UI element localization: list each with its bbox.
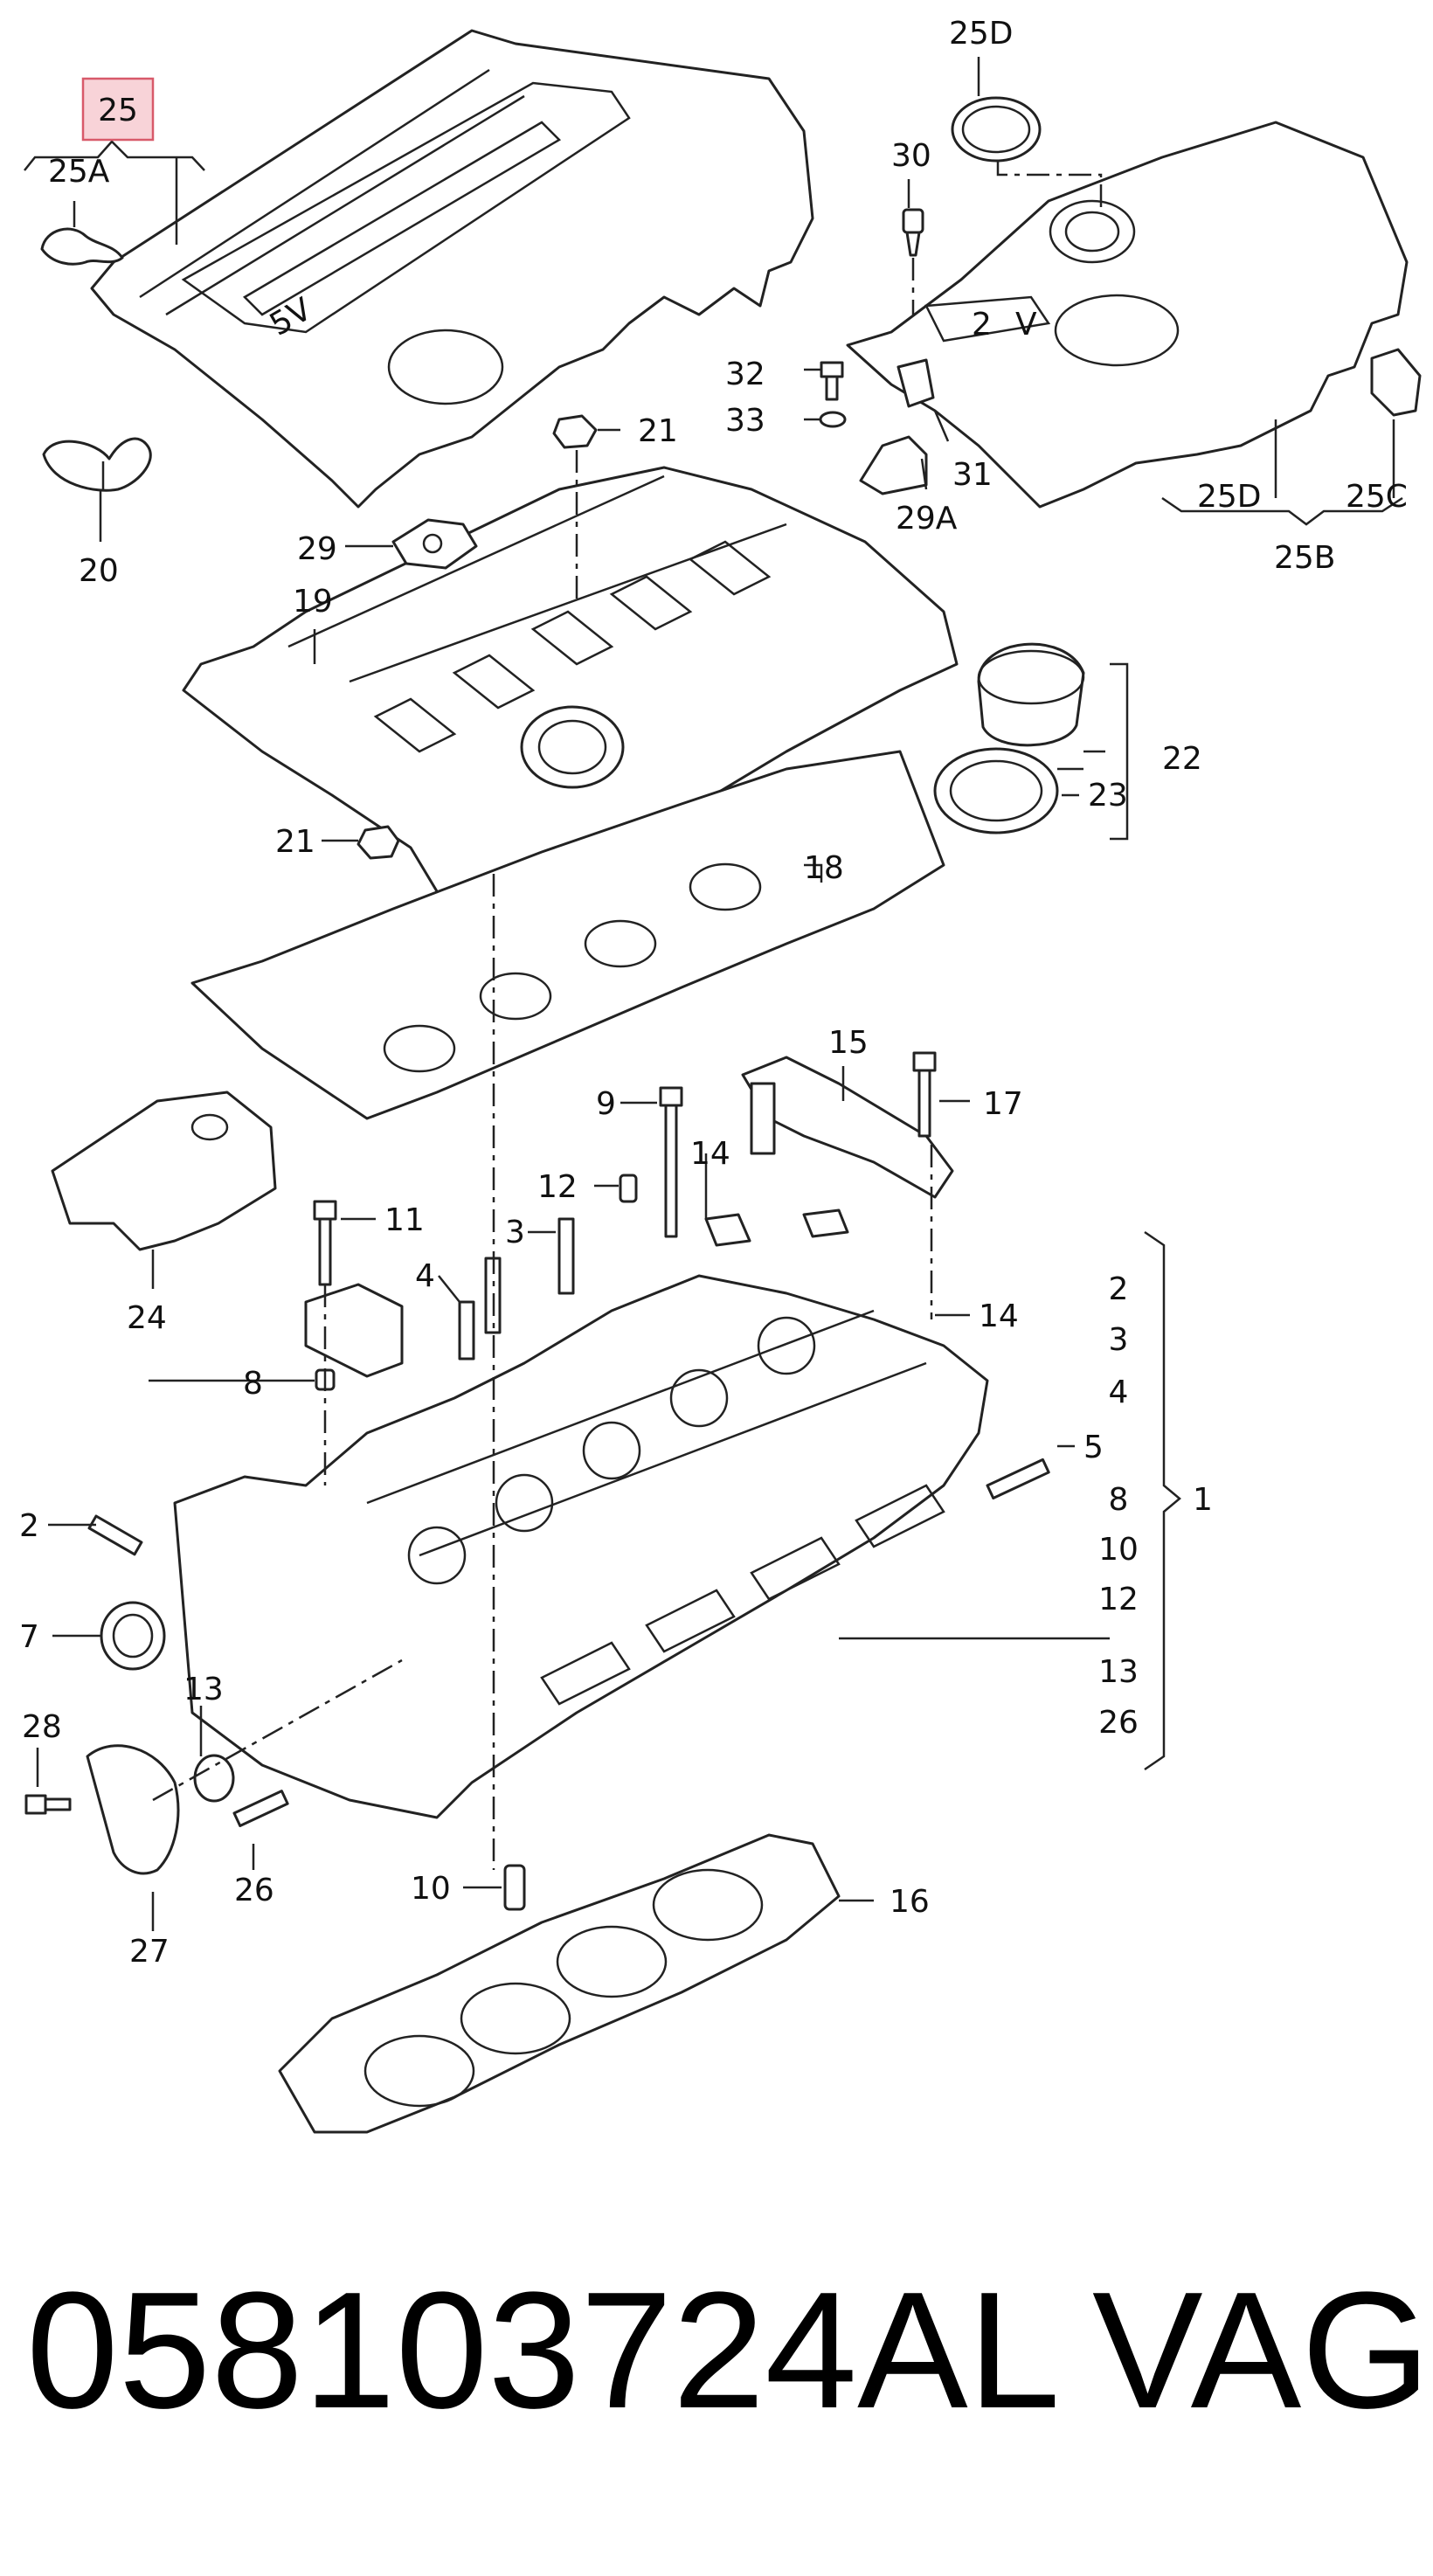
callout-14-bottom: 14 — [979, 1298, 1019, 1334]
clip-25a — [40, 227, 124, 266]
callout-22: 22 — [1162, 741, 1202, 777]
callout-16: 16 — [890, 1884, 930, 1920]
highlight-callout-25 — [81, 77, 155, 142]
callout-8: 8 — [243, 1366, 263, 1402]
callout-15: 15 — [828, 1025, 869, 1061]
bolt-32 — [820, 361, 844, 401]
group-item: 3 — [1109, 1322, 1129, 1358]
head-gasket-16 — [278, 1833, 841, 2134]
callout-28: 28 — [22, 1709, 62, 1745]
callout-3: 3 — [505, 1215, 525, 1250]
callout-27: 27 — [129, 1934, 170, 1970]
callout-32: 32 — [725, 357, 765, 392]
callout-29: 29 — [297, 531, 337, 567]
callout-1: 1 — [1193, 1482, 1213, 1518]
hose-20 — [42, 437, 152, 492]
nut-21-middle — [357, 825, 400, 860]
callout-25a: 25A — [48, 154, 110, 190]
callout-7: 7 — [19, 1619, 39, 1655]
callout-31: 31 — [952, 457, 993, 493]
stud-4b — [458, 1300, 475, 1361]
part-footer: 058103724AL VAG — [0, 2237, 1433, 2464]
exploded-parts-diagram: 5V 2 V — [19, 16, 1422, 2134]
callout-5: 5 — [1083, 1430, 1104, 1465]
pin-10 — [503, 1864, 526, 1911]
guide-14 — [704, 1208, 849, 1247]
callout-25b: 25B — [1274, 540, 1336, 576]
group-item: 8 — [1109, 1482, 1129, 1518]
ring-13 — [193, 1754, 235, 1803]
callout-10: 10 — [411, 1871, 451, 1907]
callout-25d-top: 25D — [949, 16, 1014, 52]
group-item: 13 — [1098, 1654, 1139, 1690]
engine-cover-left: 5V — [90, 29, 814, 509]
sensor-27 — [86, 1744, 180, 1875]
group-item: 2 — [1109, 1271, 1129, 1307]
stud-2 — [87, 1514, 143, 1556]
gasket-18 — [190, 750, 945, 1120]
callout-18: 18 — [804, 850, 844, 886]
callout-26: 26 — [234, 1873, 274, 1908]
group-item: 12 — [1098, 1582, 1139, 1617]
callout-19: 19 — [293, 584, 333, 620]
callout-20: 20 — [79, 553, 119, 589]
group-item: 10 — [1098, 1532, 1139, 1568]
cover-label-v: V — [1015, 307, 1037, 343]
stud-3 — [557, 1217, 575, 1295]
seal-23 — [933, 747, 1059, 834]
bracket-31 — [896, 358, 935, 408]
callout-12: 12 — [537, 1169, 578, 1205]
stud-26 — [232, 1790, 289, 1828]
callout-29a: 29A — [896, 501, 958, 537]
callout-25d-bottom: 25D — [1197, 479, 1262, 515]
o-ring-25d — [951, 96, 1042, 163]
bolt-28 — [24, 1794, 72, 1815]
bearing-cap-24 — [51, 1091, 277, 1251]
callout-17: 17 — [983, 1086, 1023, 1122]
callout-24: 24 — [127, 1300, 167, 1336]
callout-13: 13 — [183, 1672, 224, 1707]
callout-2: 2 — [19, 1508, 39, 1544]
seal-7 — [100, 1601, 166, 1671]
cylinder-head-cover — [182, 466, 959, 911]
brand-name: VAG — [1092, 2258, 1431, 2443]
callout-25: 25 — [98, 93, 138, 128]
bolt-17 — [912, 1051, 937, 1138]
cover-label-20: 2 — [972, 307, 992, 343]
oil-filler-cap-22 — [977, 642, 1085, 747]
pin-12 — [619, 1174, 638, 1203]
callout-1-group-list: 2 3 4 5 8 10 12 13 26 — [1098, 1271, 1139, 1741]
callout-11: 11 — [384, 1202, 425, 1238]
callout-9: 9 — [596, 1086, 616, 1122]
callout-21-top: 21 — [638, 413, 678, 449]
callout-4: 4 — [415, 1258, 435, 1294]
bearing-cap-small — [304, 1283, 404, 1378]
bracket-29a — [859, 435, 928, 495]
cylinder-head — [173, 1274, 989, 1819]
stud-30 — [902, 208, 924, 257]
bolt-9 — [659, 1086, 683, 1238]
callout-23: 23 — [1088, 778, 1128, 814]
callout-25c: 25C — [1346, 479, 1408, 515]
gasket-29 — [391, 518, 478, 570]
washer-33 — [819, 411, 847, 428]
stud-5 — [986, 1458, 1050, 1500]
grommet-25c — [1370, 348, 1422, 417]
callout-14-top: 14 — [690, 1136, 730, 1172]
part-number: 058103724AL — [26, 2258, 1061, 2443]
callout-30: 30 — [891, 138, 931, 174]
group-item: 26 — [1098, 1705, 1139, 1741]
group-item: 4 — [1109, 1375, 1129, 1410]
callout-33: 33 — [725, 403, 765, 439]
nut-21-top — [552, 414, 598, 449]
bolt-11 — [313, 1200, 337, 1286]
engine-cover-right: 2 V — [846, 121, 1409, 509]
tensioner-15 — [741, 1056, 954, 1199]
callout-21-middle: 21 — [275, 824, 315, 860]
